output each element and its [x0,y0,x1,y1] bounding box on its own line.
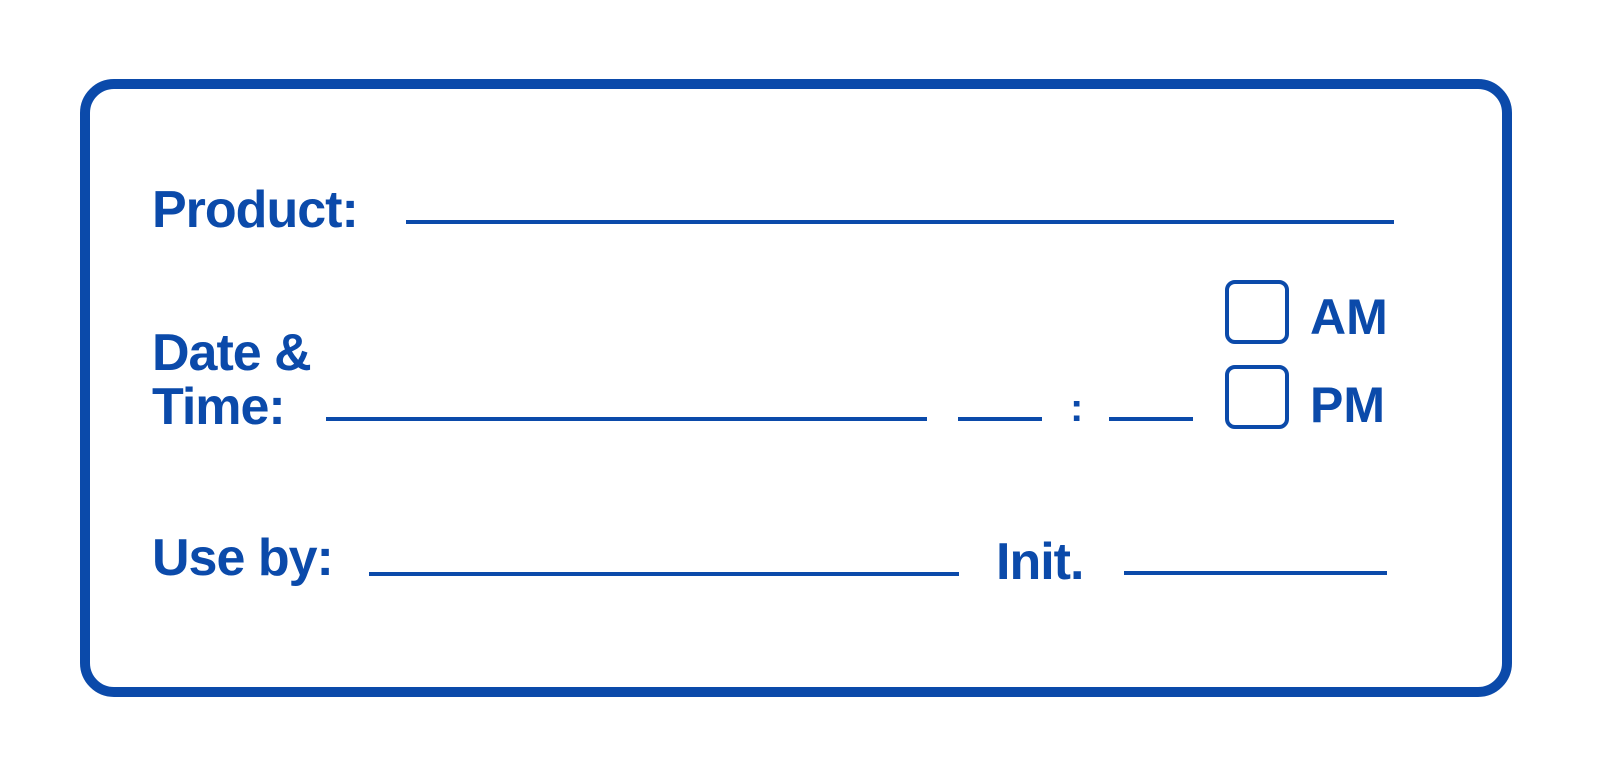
initials-label: Init. [996,533,1084,591]
date-field-line[interactable] [326,417,927,421]
hour-field-line[interactable] [958,417,1042,421]
pm-label: PM [1310,377,1385,433]
use-by-field-line[interactable] [369,572,959,576]
am-checkbox[interactable] [1225,280,1289,344]
product-field-line[interactable] [406,220,1394,224]
initials-field-line[interactable] [1124,571,1387,575]
am-label: AM [1310,289,1388,345]
use-by-label: Use by: [152,529,334,587]
product-label: Product: [152,181,359,239]
minute-field-line[interactable] [1109,417,1193,421]
time-separator: : [1070,386,1084,430]
date-time-label-line2: Time: [152,378,286,436]
food-label [80,79,1512,697]
pm-checkbox[interactable] [1225,365,1289,429]
date-time-label-line1: Date & [152,324,312,382]
